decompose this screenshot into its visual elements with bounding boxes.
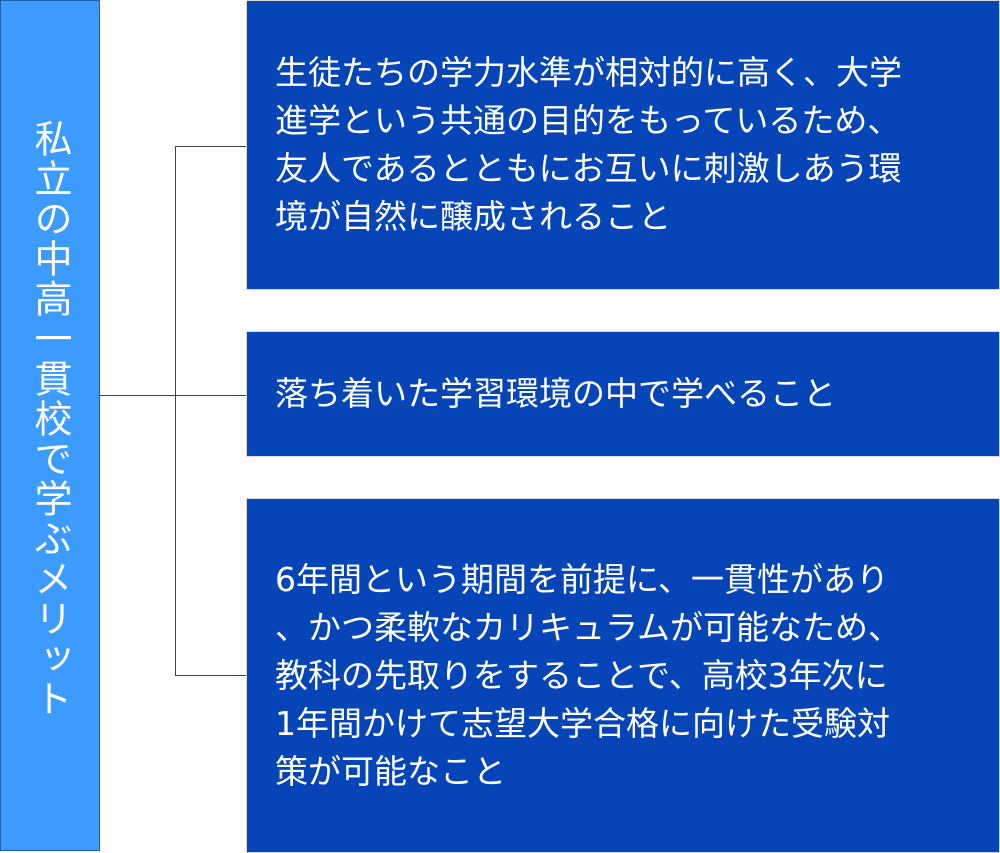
branch-node-3: 6年間という期間を前提に、一貫性があり 、かつ柔軟なカリキュラムが可能なため、 … (246, 498, 1000, 853)
branch-text-3: 6年間という期間を前提に、一貫性があり 、かつ柔軟なカリキュラムが可能なため、 … (275, 559, 902, 791)
root-node: 私立の中高一貫校で学ぶメリット (0, 0, 100, 851)
branch-node-1: 生徒たちの学力水準が相対的に高く、大学 進学という共通の目的をもっているため、 … (246, 0, 1000, 290)
branch-text-2: 落ち着いた学習環境の中で学べること (275, 374, 836, 413)
branch-text-1: 生徒たちの学力水準が相対的に高く、大学 進学という共通の目的をもっているため、 … (275, 53, 902, 236)
branch-connector-1 (175, 146, 246, 147)
root-connector (100, 395, 246, 396)
root-title: 私立の中高一貫校で学ぶメリット (28, 119, 72, 719)
vertical-trunk (175, 146, 176, 676)
branch-connector-3 (175, 675, 246, 676)
branch-node-2: 落ち着いた学習環境の中で学べること (246, 331, 1000, 457)
